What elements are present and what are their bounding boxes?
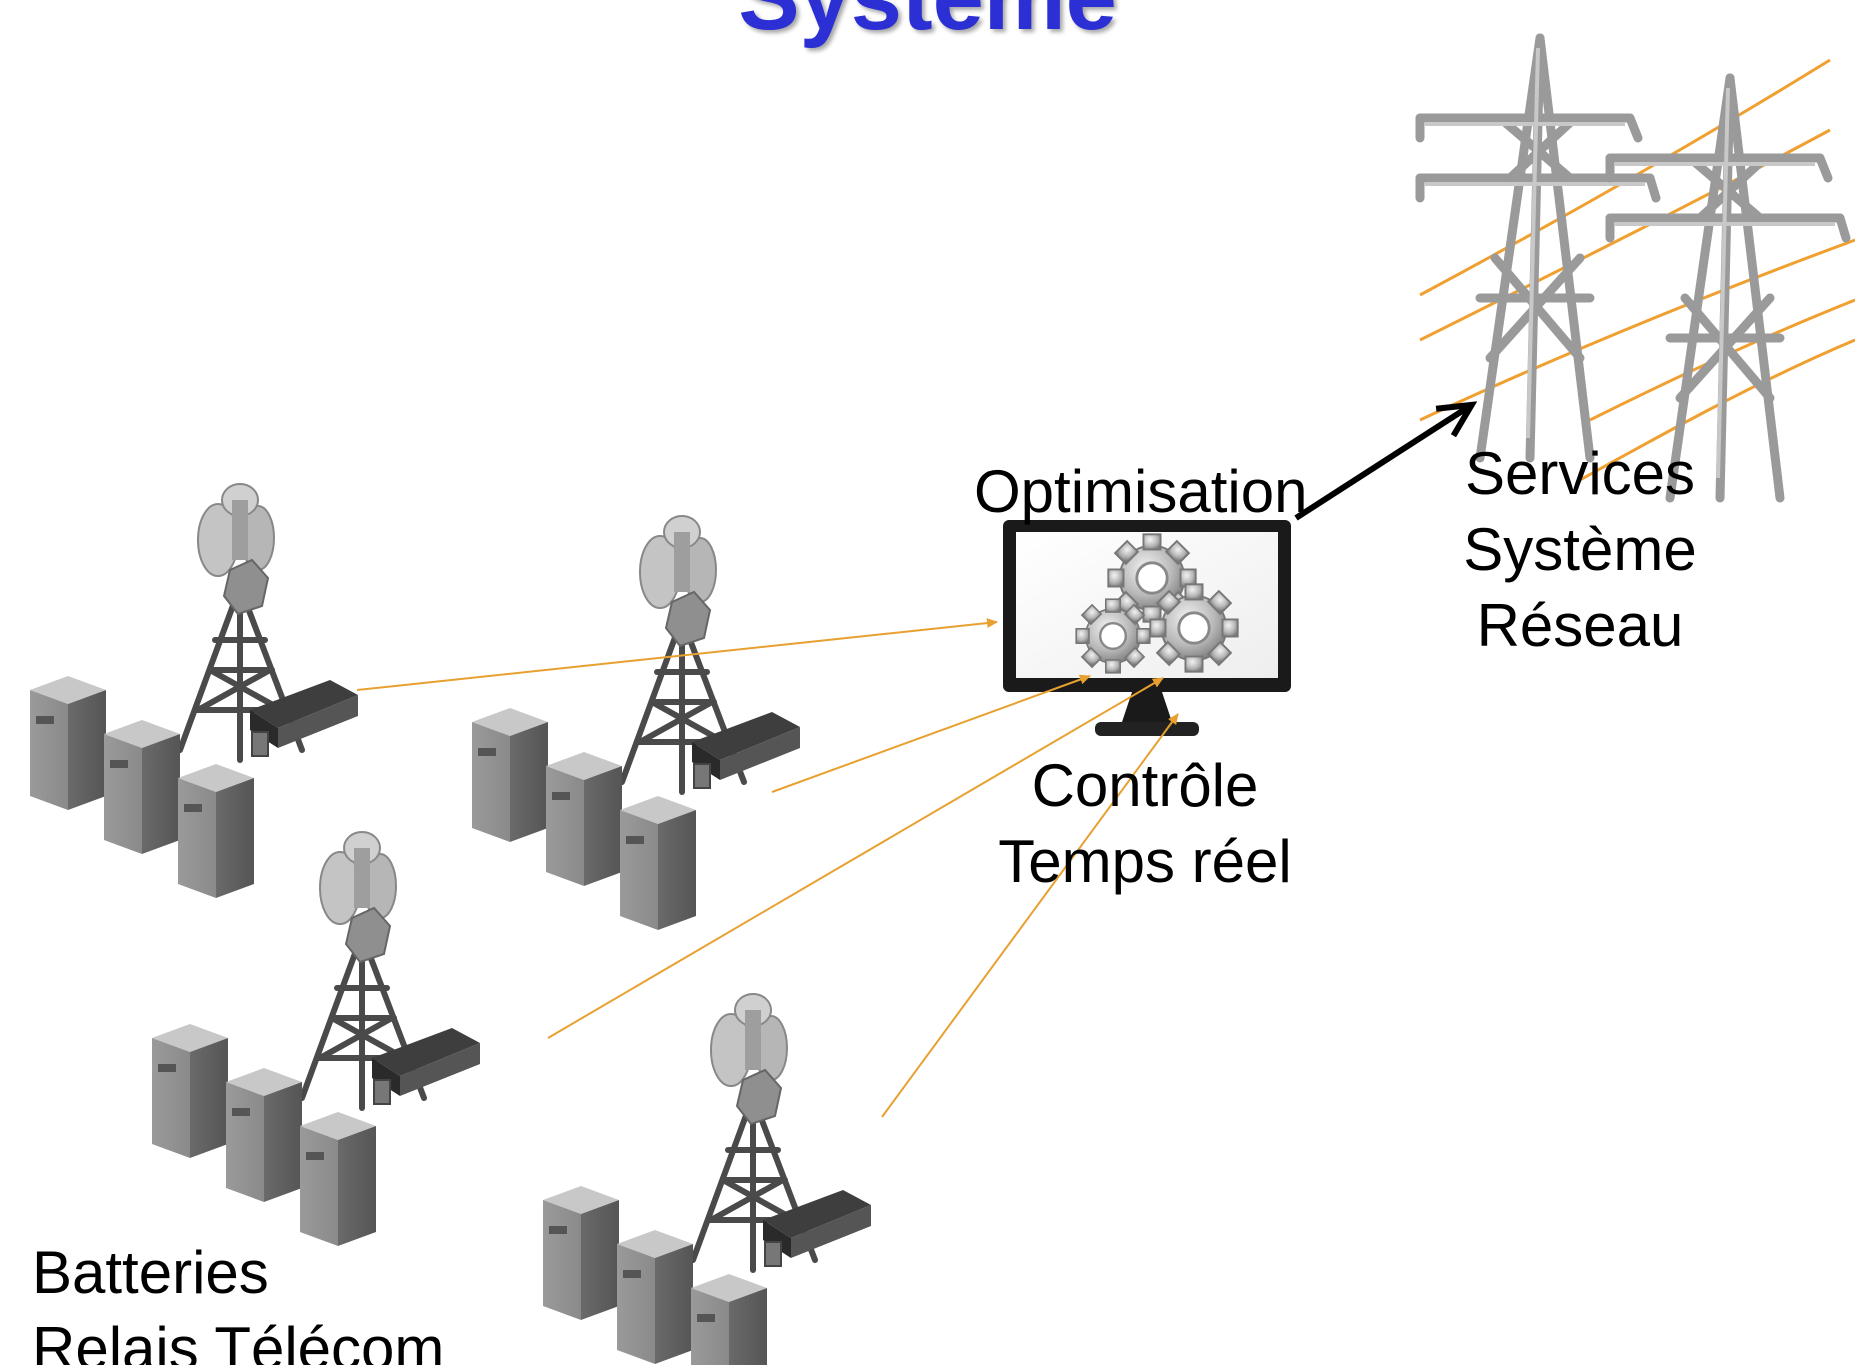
batteries-label: Batteries Relais Télécom xyxy=(32,1235,444,1365)
page-title: Système xyxy=(0,0,1855,44)
services-line-1: Services xyxy=(1464,440,1696,507)
link-site-3 xyxy=(547,677,1164,1039)
controle-line-1: Contrôle xyxy=(1031,752,1259,819)
link-site-1 xyxy=(356,618,998,691)
batteries-line-1: Batteries xyxy=(32,1239,269,1306)
controle-line-2: Temps réel xyxy=(998,828,1292,895)
optimisation-label: Optimisation xyxy=(974,458,1308,525)
telecom-relay-site-icon xyxy=(472,516,800,930)
link-site-4 xyxy=(881,713,1179,1118)
services-line-2: Système xyxy=(1463,516,1697,583)
telecom-relay-site-icon xyxy=(152,832,480,1246)
telecom-relay-site-icon xyxy=(30,484,358,898)
controle-label: Contrôle Temps réel xyxy=(990,748,1300,900)
data-link-lines xyxy=(356,618,1179,1118)
link-site-2 xyxy=(771,674,1091,793)
telecom-relay-site-icon xyxy=(543,994,871,1365)
services-label: Services Système Réseau xyxy=(1430,436,1730,664)
monitor-gears-icon xyxy=(1003,520,1291,736)
services-line-3: Réseau xyxy=(1476,592,1684,659)
batteries-line-2: Relais Télécom xyxy=(32,1315,445,1365)
output-arrow xyxy=(1294,406,1470,521)
